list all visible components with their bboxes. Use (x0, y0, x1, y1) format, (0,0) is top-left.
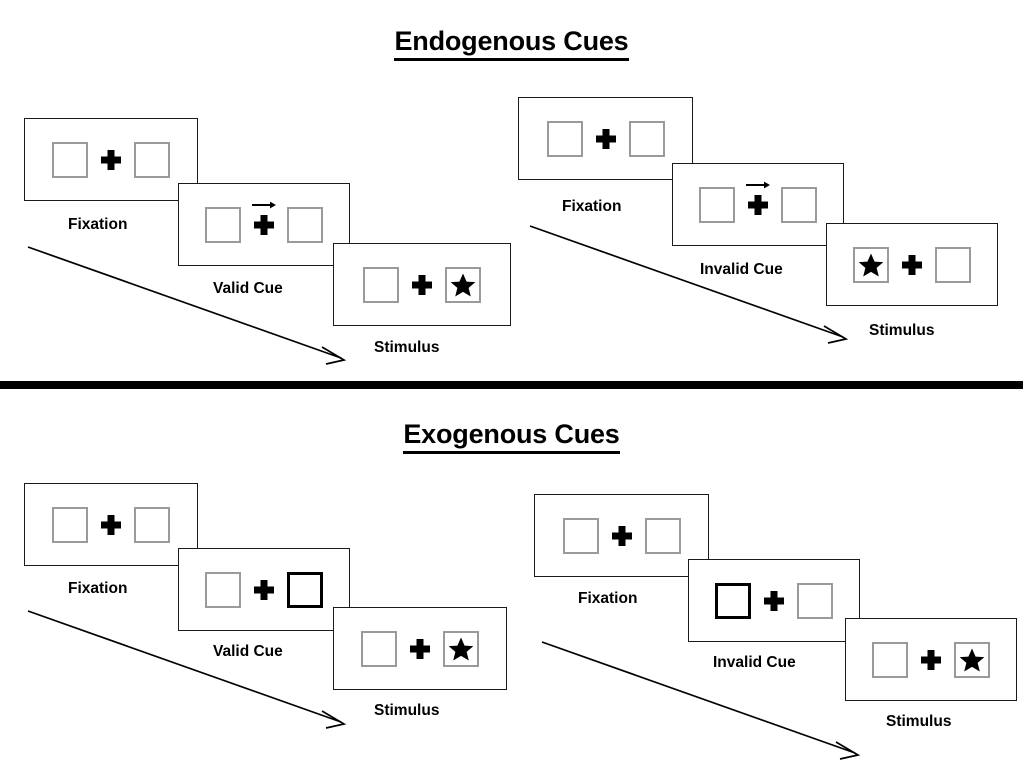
trial-panel-invalid-cue-endogenous[interactable] (672, 163, 844, 246)
trial-panel-stimulus-exogenous-invalid[interactable] (845, 618, 1017, 701)
panel-content (25, 484, 197, 565)
trial-panel-stimulus-endogenous-invalid[interactable] (826, 223, 998, 306)
panel-caption-stimulus-endogenous-valid: Stimulus (374, 339, 440, 356)
placeholder-box-right-with-target[interactable] (443, 630, 479, 667)
plus-icon (595, 128, 617, 150)
panel-content (334, 608, 506, 689)
placeholder-box-right[interactable] (935, 246, 971, 283)
panel-caption-invalid-cue-endogenous: Invalid Cue (700, 261, 783, 278)
placeholder-box-left[interactable] (699, 186, 735, 223)
placeholder-box-left[interactable] (872, 641, 908, 678)
placeholder-box-right[interactable] (797, 582, 833, 619)
trial-panel-stimulus-endogenous-valid[interactable] (333, 243, 511, 326)
section-title-exogenous: Exogenous Cues (0, 419, 1023, 454)
panel-content (179, 549, 349, 630)
placeholder-box-left-with-target[interactable] (853, 246, 889, 283)
placeholder-box-left[interactable] (52, 141, 88, 178)
plus-icon (920, 649, 942, 671)
trial-panel-stimulus-exogenous-valid[interactable] (333, 607, 507, 690)
panel-caption-invalid-cue-exogenous: Invalid Cue (713, 654, 796, 671)
section-title-endogenous: Endogenous Cues (0, 26, 1023, 61)
section-title-exogenous-text: Exogenous Cues (403, 419, 620, 454)
placeholder-box-left[interactable] (546, 120, 583, 157)
panel-caption-fixation-exogenous-invalid: Fixation (578, 590, 638, 607)
placeholder-box-right[interactable] (781, 186, 817, 223)
plus-icon (100, 514, 122, 536)
arrow-right-icon (746, 181, 770, 188)
placeholder-box-left-cued[interactable] (715, 582, 751, 619)
placeholder-box-left[interactable] (361, 630, 397, 667)
trial-panel-fixation-endogenous-invalid[interactable] (518, 97, 693, 180)
star-icon (448, 637, 474, 660)
placeholder-box-right-with-target[interactable] (954, 641, 990, 678)
plus-icon (746, 181, 770, 216)
placeholder-box-right-cued[interactable] (287, 571, 323, 608)
placeholder-box-right[interactable] (134, 141, 170, 178)
trial-panel-invalid-cue-exogenous[interactable] (688, 559, 860, 642)
panel-content (827, 224, 997, 305)
plus-icon (411, 274, 433, 296)
time-arrow-icon-exogenous-invalid (541, 641, 861, 760)
placeholder-box-right[interactable] (134, 506, 170, 543)
panel-caption-fixation-endogenous-valid: Fixation (68, 216, 128, 233)
panel-content (846, 619, 1016, 700)
arrow-right-icon (252, 201, 276, 208)
plus-icon (901, 254, 923, 276)
plus-icon (763, 590, 785, 612)
panel-content (519, 98, 692, 179)
placeholder-box-left[interactable] (562, 517, 599, 554)
plus-icon (100, 149, 122, 171)
panel-content (673, 164, 843, 245)
panel-content (334, 244, 510, 325)
star-icon (959, 648, 985, 671)
trial-panel-fixation-exogenous-valid[interactable] (24, 483, 198, 566)
panel-caption-stimulus-endogenous-invalid: Stimulus (869, 322, 935, 339)
placeholder-box-left[interactable] (205, 571, 241, 608)
placeholder-box-right[interactable] (287, 206, 323, 243)
panel-caption-fixation-endogenous-invalid: Fixation (562, 198, 622, 215)
placeholder-box-left[interactable] (52, 506, 88, 543)
placeholder-box-right[interactable] (644, 517, 681, 554)
placeholder-box-left[interactable] (205, 206, 241, 243)
plus-icon (252, 201, 276, 236)
star-icon (858, 253, 884, 276)
placeholder-box-left[interactable] (363, 266, 399, 303)
panel-content (689, 560, 859, 641)
panel-content (535, 495, 708, 576)
panel-caption-stimulus-exogenous-valid: Stimulus (374, 702, 440, 719)
section-divider (0, 381, 1023, 389)
panel-caption-stimulus-exogenous-invalid: Stimulus (886, 713, 952, 730)
panel-content (179, 184, 349, 265)
placeholder-box-right[interactable] (628, 120, 665, 157)
panel-content (25, 119, 197, 200)
trial-panel-valid-cue-endogenous[interactable] (178, 183, 350, 266)
plus-icon (611, 525, 633, 547)
trial-panel-valid-cue-exogenous[interactable] (178, 548, 350, 631)
star-icon (450, 273, 476, 296)
panel-caption-valid-cue-endogenous: Valid Cue (213, 280, 283, 297)
panel-caption-valid-cue-exogenous: Valid Cue (213, 643, 283, 660)
plus-icon (409, 638, 431, 660)
trial-panel-fixation-exogenous-invalid[interactable] (534, 494, 709, 577)
panel-caption-fixation-exogenous-valid: Fixation (68, 580, 128, 597)
trial-panel-fixation-endogenous-valid[interactable] (24, 118, 198, 201)
section-title-endogenous-text: Endogenous Cues (394, 26, 629, 61)
placeholder-box-right-with-target[interactable] (445, 266, 481, 303)
plus-icon (253, 579, 275, 601)
